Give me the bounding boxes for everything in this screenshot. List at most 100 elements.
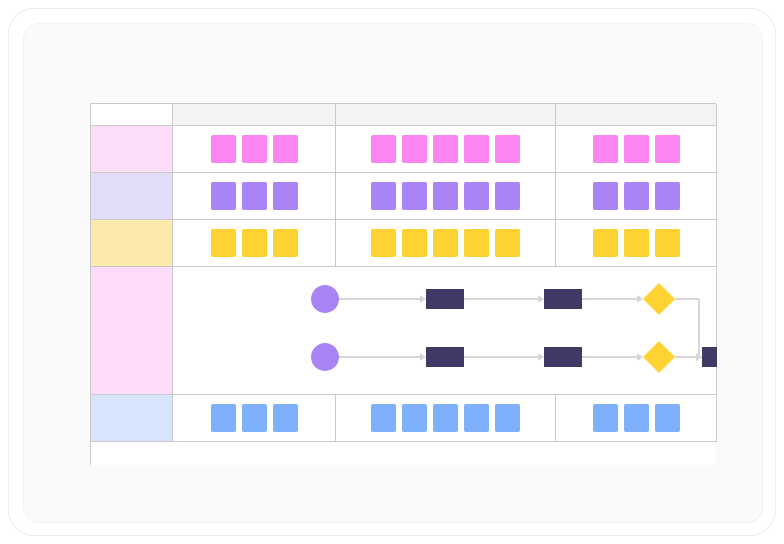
matrix-cell-lane-pink-stage_a[interactable] [173, 126, 336, 173]
token-group [173, 126, 335, 172]
task-node[interactable] [544, 289, 582, 309]
token-group [556, 220, 716, 266]
matrix-header-cell-label [91, 104, 173, 126]
token-block[interactable] [241, 229, 267, 257]
token-block[interactable] [623, 229, 649, 257]
decision-node[interactable] [643, 283, 675, 315]
token-block[interactable] [272, 229, 298, 257]
matrix-header-cell-stage_a [173, 104, 336, 126]
token-block[interactable] [241, 135, 267, 163]
token-block[interactable] [371, 182, 396, 210]
token-group [173, 395, 335, 441]
token-block[interactable] [592, 229, 618, 257]
lane-label-lane-lavender[interactable] [91, 173, 173, 220]
token-block[interactable] [210, 182, 236, 210]
token-block[interactable] [402, 404, 427, 432]
token-block[interactable] [464, 182, 489, 210]
matrix-cell-lane-blue-stage_c[interactable] [556, 395, 717, 442]
device-screen [23, 23, 763, 523]
flow-arrowhead [538, 353, 544, 361]
matrix-header-cell-stage_c [556, 104, 717, 126]
token-block[interactable] [592, 182, 618, 210]
matrix-cell-lane-lavender-stage_a[interactable] [173, 173, 336, 220]
token-block[interactable] [464, 135, 489, 163]
swimlane-matrix [90, 103, 717, 465]
matrix-header-row [91, 104, 717, 126]
flow-arrowhead [637, 353, 643, 361]
matrix-row-lane-blue [91, 395, 717, 442]
token-block[interactable] [592, 135, 618, 163]
token-group [336, 395, 555, 441]
token-block[interactable] [210, 229, 236, 257]
token-block[interactable] [495, 182, 520, 210]
lane-label-lane-yellow[interactable] [91, 220, 173, 267]
token-block[interactable] [433, 404, 458, 432]
matrix-row-lane-pink [91, 126, 717, 173]
matrix-cell-lane-yellow-stage_a[interactable] [173, 220, 336, 267]
token-block[interactable] [210, 404, 236, 432]
token-block[interactable] [241, 182, 267, 210]
token-block[interactable] [371, 135, 396, 163]
token-block[interactable] [592, 404, 618, 432]
token-group [556, 173, 716, 219]
start-node[interactable] [311, 285, 339, 313]
matrix-header-cell-stage_b [336, 104, 556, 126]
token-block[interactable] [402, 182, 427, 210]
token-block[interactable] [495, 404, 520, 432]
token-block[interactable] [210, 135, 236, 163]
token-block[interactable] [272, 182, 298, 210]
token-block[interactable] [654, 229, 680, 257]
matrix-cell-lane-blue-stage_b[interactable] [336, 395, 556, 442]
token-block[interactable] [433, 135, 458, 163]
token-block[interactable] [272, 404, 298, 432]
matrix-cell-lane-pink-stage_c[interactable] [556, 126, 717, 173]
start-node[interactable] [311, 343, 339, 371]
flow-arrowhead [420, 353, 426, 361]
token-block[interactable] [654, 404, 680, 432]
token-block[interactable] [654, 135, 680, 163]
token-block[interactable] [402, 135, 427, 163]
token-group [556, 395, 716, 441]
token-block[interactable] [464, 404, 489, 432]
token-block[interactable] [272, 135, 298, 163]
matrix-cell-lane-pink-stage_b[interactable] [336, 126, 556, 173]
token-block[interactable] [464, 229, 489, 257]
token-block[interactable] [623, 404, 649, 432]
token-block[interactable] [623, 182, 649, 210]
flow-arrowhead [637, 295, 643, 303]
token-block[interactable] [371, 229, 396, 257]
lane-label-lane-blue[interactable] [91, 395, 173, 442]
task-node[interactable] [702, 347, 717, 367]
matrix-cell-lane-lavender-stage_b[interactable] [336, 173, 556, 220]
lane-label-lane-flow[interactable] [91, 267, 173, 395]
token-block[interactable] [402, 229, 427, 257]
task-node[interactable] [426, 347, 464, 367]
token-group [336, 173, 555, 219]
token-block[interactable] [371, 404, 396, 432]
task-node[interactable] [544, 347, 582, 367]
decision-node[interactable] [643, 341, 675, 373]
token-group [556, 126, 716, 172]
task-node[interactable] [426, 289, 464, 309]
flow-arrowhead [538, 295, 544, 303]
matrix-cell-lane-yellow-stage_c[interactable] [556, 220, 717, 267]
token-block[interactable] [654, 182, 680, 210]
process-flow-diagram[interactable] [173, 267, 717, 395]
token-block[interactable] [623, 135, 649, 163]
matrix-row-lane-lavender [91, 173, 717, 220]
token-block[interactable] [495, 135, 520, 163]
token-block[interactable] [433, 182, 458, 210]
lane-label-lane-pink[interactable] [91, 126, 173, 173]
matrix-cell-lane-yellow-stage_b[interactable] [336, 220, 556, 267]
token-group [336, 220, 555, 266]
token-group [173, 220, 335, 266]
token-block[interactable] [433, 229, 458, 257]
token-block[interactable] [241, 404, 267, 432]
matrix-cell-lane-lavender-stage_c[interactable] [556, 173, 717, 220]
flow-diagram-svg [311, 283, 717, 373]
matrix-cell-lane-blue-stage_a[interactable] [173, 395, 336, 442]
matrix-row-lane-flow [91, 267, 717, 395]
matrix-row-lane-yellow [91, 220, 717, 267]
token-block[interactable] [495, 229, 520, 257]
token-group [173, 173, 335, 219]
